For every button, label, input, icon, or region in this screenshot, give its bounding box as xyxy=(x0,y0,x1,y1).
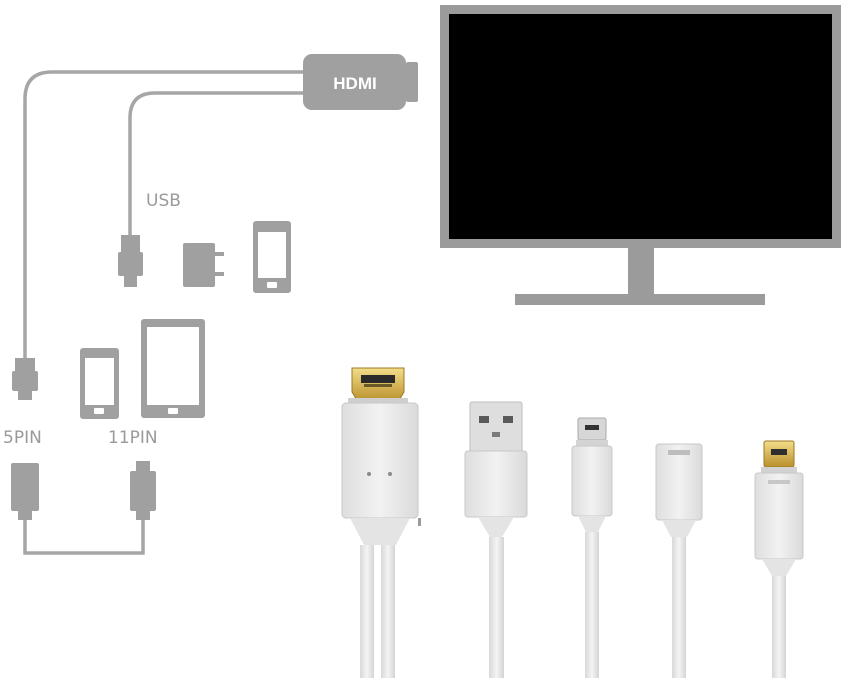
usb-label: USB xyxy=(146,191,181,211)
tablet-icon xyxy=(141,319,205,418)
monitor-icon xyxy=(440,5,841,305)
5pin-label: 5PIN xyxy=(3,428,42,448)
usb-a-connector-photo xyxy=(464,401,528,678)
hdmi-label: HDMI xyxy=(333,74,376,93)
smartphone-icon xyxy=(253,221,291,293)
micro-usb-5pin-plug-icon xyxy=(12,358,38,400)
hdmi-connector-photo xyxy=(341,367,421,678)
hdmi-plug: HDMI xyxy=(303,54,418,110)
monitor-screen xyxy=(449,14,832,239)
wall-charger-icon xyxy=(183,243,224,287)
micro-usb-female-adapter-icon xyxy=(11,463,39,520)
usb-plug-icon xyxy=(118,235,143,287)
micro-usb-11pin-connector-photo xyxy=(754,440,804,678)
micro-usb-11pin-plug-icon xyxy=(130,461,156,520)
schematic-cables xyxy=(23,70,310,555)
micro-usb-female-connector-photo xyxy=(655,443,703,678)
micro-usb-connector-photo xyxy=(571,417,613,678)
smartphone-icon xyxy=(80,348,119,419)
11pin-label: 11PIN xyxy=(108,428,158,448)
